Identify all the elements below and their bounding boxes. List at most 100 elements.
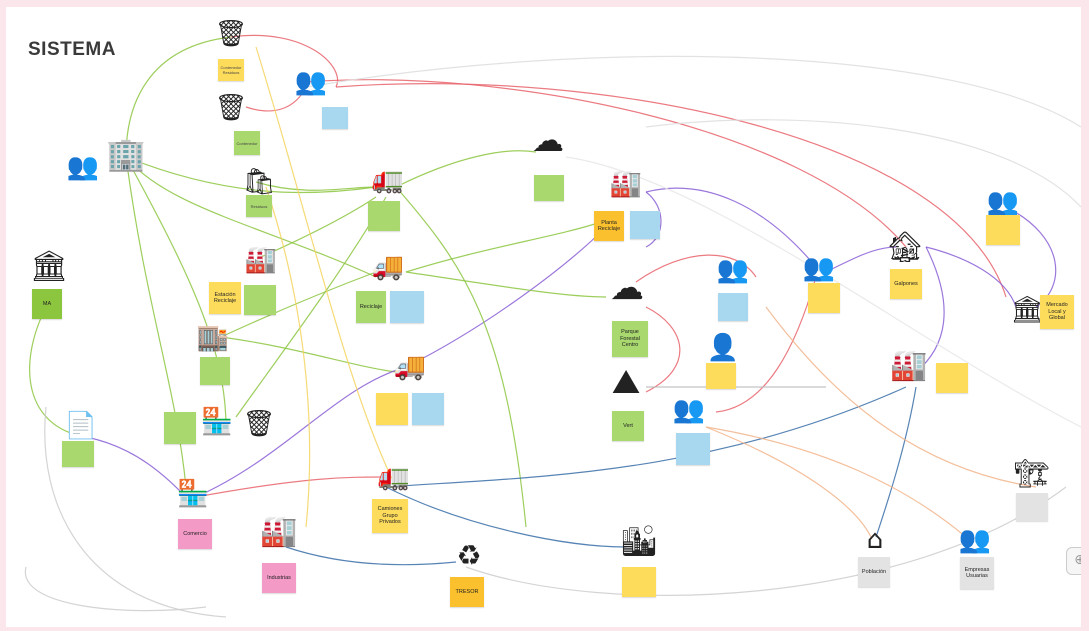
note-yellow-reparto[interactable]	[376, 393, 408, 425]
connector-line	[255, 181, 377, 191]
connector-line	[765, 306, 1037, 488]
note-galpon[interactable]: Galpones	[890, 269, 922, 299]
industrial-plant-icon[interactable]: 🏗	[1014, 457, 1050, 490]
note-gobierno[interactable]: MA	[32, 289, 62, 319]
note-planta[interactable]: Planta Reciclaje	[594, 211, 624, 241]
note-kitchen[interactable]	[200, 357, 230, 385]
connector-line	[705, 426, 967, 538]
note-contenedor[interactable]: Contenedor	[234, 131, 260, 155]
trash-pile-icon[interactable]: ⛰	[611, 362, 641, 402]
note-persona[interactable]	[706, 363, 736, 389]
waste-bin-icon[interactable]: 🗑	[214, 19, 248, 49]
people-group-icon[interactable]: 👥	[294, 67, 328, 97]
connector-line	[645, 119, 1081, 208]
city-buildings-icon[interactable]: 🏙	[620, 524, 659, 559]
note-blue-reciclaje[interactable]	[390, 291, 424, 323]
recycling-truck-icon[interactable]: 🚚	[371, 252, 405, 282]
connector-line	[24, 566, 207, 612]
zoom-control-icon[interactable]: ⊕	[1066, 547, 1081, 575]
note-blue-personas-bajo[interactable]	[676, 433, 710, 465]
people-group-icon[interactable]: 👥	[802, 253, 836, 283]
connector-line	[705, 426, 872, 538]
connector-line	[405, 221, 602, 273]
market-stall-icon[interactable]: 🏪	[200, 407, 234, 437]
apartment-building-icon[interactable]: 🏢	[106, 135, 146, 173]
connector-line	[925, 246, 1017, 308]
waste-bin-icon[interactable]: 🗑	[214, 93, 248, 123]
note-parque[interactable]: Parque Forestal Centro	[612, 321, 648, 357]
connector-line	[405, 226, 607, 368]
note-fabrica[interactable]	[936, 363, 968, 393]
factory-icon[interactable]: 🏭	[260, 514, 298, 549]
note-blue-1[interactable]	[322, 107, 348, 129]
garbage-truck-icon[interactable]: 🚛	[371, 165, 405, 195]
shop-icon[interactable]: 🏪	[176, 479, 210, 509]
note-blue-reparto[interactable]	[412, 393, 444, 425]
note-blue-planta[interactable]	[630, 211, 660, 239]
note-mercado[interactable]	[164, 412, 196, 444]
connector-line	[915, 246, 945, 373]
government-building-icon[interactable]: 🏛	[30, 249, 69, 284]
note-vertedero-emisiones[interactable]	[534, 175, 564, 201]
connector-line	[305, 55, 1081, 128]
connector-line	[245, 86, 307, 112]
connector-line	[635, 254, 757, 283]
trash-bags-icon[interactable]: 🛍	[242, 167, 276, 197]
note-industrias[interactable]: Industrias	[262, 563, 296, 593]
note-residuos[interactable]: Residuos	[246, 195, 272, 217]
connector-line	[220, 271, 377, 338]
people-group-icon[interactable]: 👥	[986, 187, 1020, 217]
connector-line	[255, 46, 397, 488]
note-mercado-local[interactable]: Mercado Local y Global	[1040, 295, 1074, 329]
connector-line	[260, 196, 377, 258]
warehouse-icon[interactable]: 🏚	[886, 230, 925, 265]
connector-line	[335, 83, 1007, 298]
whiteboard-canvas: SISTEMA 🗑 Contenedor Residuos 👥 🗑 Conten…	[6, 7, 1081, 627]
note-personas-derecha[interactable]	[808, 283, 840, 313]
kitchen-icon[interactable]: 🏬	[196, 323, 230, 353]
person-icon[interactable]: 👤	[706, 333, 740, 363]
connector-line	[565, 156, 1081, 428]
note-green-estacion[interactable]	[244, 285, 276, 315]
note-comercio[interactable]: Comercio	[178, 519, 212, 549]
people-group-icon[interactable]: 👥	[66, 152, 100, 182]
people-group-icon[interactable]: 👥	[672, 395, 706, 425]
workers-group-icon[interactable]: 👥	[958, 525, 992, 555]
treatment-plant-icon[interactable]: 🏭	[609, 169, 643, 199]
connector-line	[395, 186, 527, 528]
note-blue-personas-centro[interactable]	[718, 293, 748, 321]
note-camion-compactador[interactable]	[368, 201, 400, 231]
note-reciclaje[interactable]: Reciclaje	[356, 291, 386, 323]
board-title: SISTEMA	[28, 39, 116, 60]
note-vert[interactable]: Vert	[612, 411, 644, 441]
connector-line	[195, 476, 387, 498]
delivery-truck-icon[interactable]: 🚚	[393, 352, 427, 382]
market-building-icon[interactable]: 🏛	[1010, 295, 1044, 325]
note-fabrica-der[interactable]	[1016, 493, 1048, 521]
note-ciudad[interactable]	[622, 567, 656, 597]
note-personas-arriba-der[interactable]	[986, 215, 1020, 245]
connection-lines	[24, 34, 1081, 618]
connector-line	[220, 336, 397, 373]
note-empresas-usuarias[interactable]: Empresas Usuarias	[960, 557, 994, 589]
note-estacion[interactable]: Estación Reciclaje	[209, 282, 241, 314]
polluted-dump-icon[interactable]: ☁	[610, 268, 644, 308]
connector-line	[125, 156, 227, 428]
connector-line	[265, 186, 311, 528]
home-icon[interactable]: ⌂	[866, 525, 884, 555]
connector-line	[645, 306, 681, 393]
recycle-leaf-icon[interactable]: ♻	[456, 539, 482, 572]
dump-truck-icon[interactable]: 🚛	[377, 462, 411, 492]
note-camiones-privados[interactable]: Camiones Grupo Privados	[372, 499, 408, 533]
people-group-icon[interactable]: 👥	[716, 255, 750, 285]
waste-bin-icon[interactable]: 🗑	[242, 409, 276, 439]
note-poblacion[interactable]: Población	[858, 557, 890, 587]
document-icon[interactable]: 📄	[64, 411, 98, 441]
polluted-dump-icon[interactable]: ☁	[532, 121, 564, 159]
connector-line	[230, 34, 339, 88]
factory-icon[interactable]: 🏭	[890, 348, 928, 383]
transfer-station-icon[interactable]: 🏭	[244, 245, 278, 275]
note-document[interactable]	[62, 441, 94, 467]
note-contenedor-residuos[interactable]: Contenedor Residuos	[218, 59, 244, 81]
note-tresor[interactable]: TRESOR	[450, 577, 484, 607]
